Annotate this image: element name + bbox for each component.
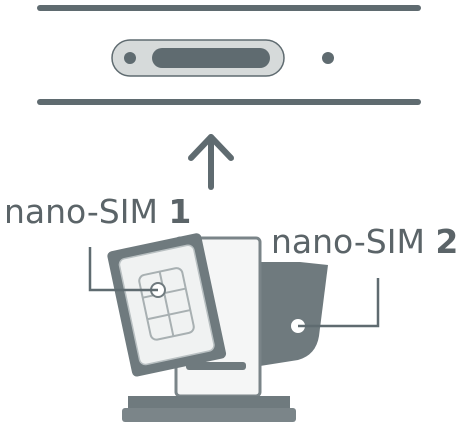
sim1-label-number: 1 bbox=[168, 192, 191, 231]
sim2-label-text: nano-SIM bbox=[271, 222, 435, 261]
callout-sim2-label: nano-SIM 2 bbox=[271, 222, 458, 261]
callout-sim1: nano-SIM 1 bbox=[4, 192, 191, 292]
sim-slot bbox=[111, 39, 285, 77]
sim2-slot bbox=[254, 262, 328, 366]
arrow-up-icon bbox=[188, 134, 234, 190]
callout-sim1-leader bbox=[88, 247, 158, 292]
callout-sim2: nano-SIM 2 bbox=[271, 222, 458, 328]
sim-tray bbox=[107, 233, 328, 422]
sim1-label-text: nano-SIM bbox=[4, 192, 168, 231]
eject-hole bbox=[124, 52, 136, 64]
callout-sim1-label: nano-SIM 1 bbox=[4, 192, 191, 231]
sim2-label-number: 2 bbox=[435, 222, 458, 261]
callout-sim2-leader bbox=[298, 278, 380, 328]
microphone-hole bbox=[322, 52, 334, 64]
